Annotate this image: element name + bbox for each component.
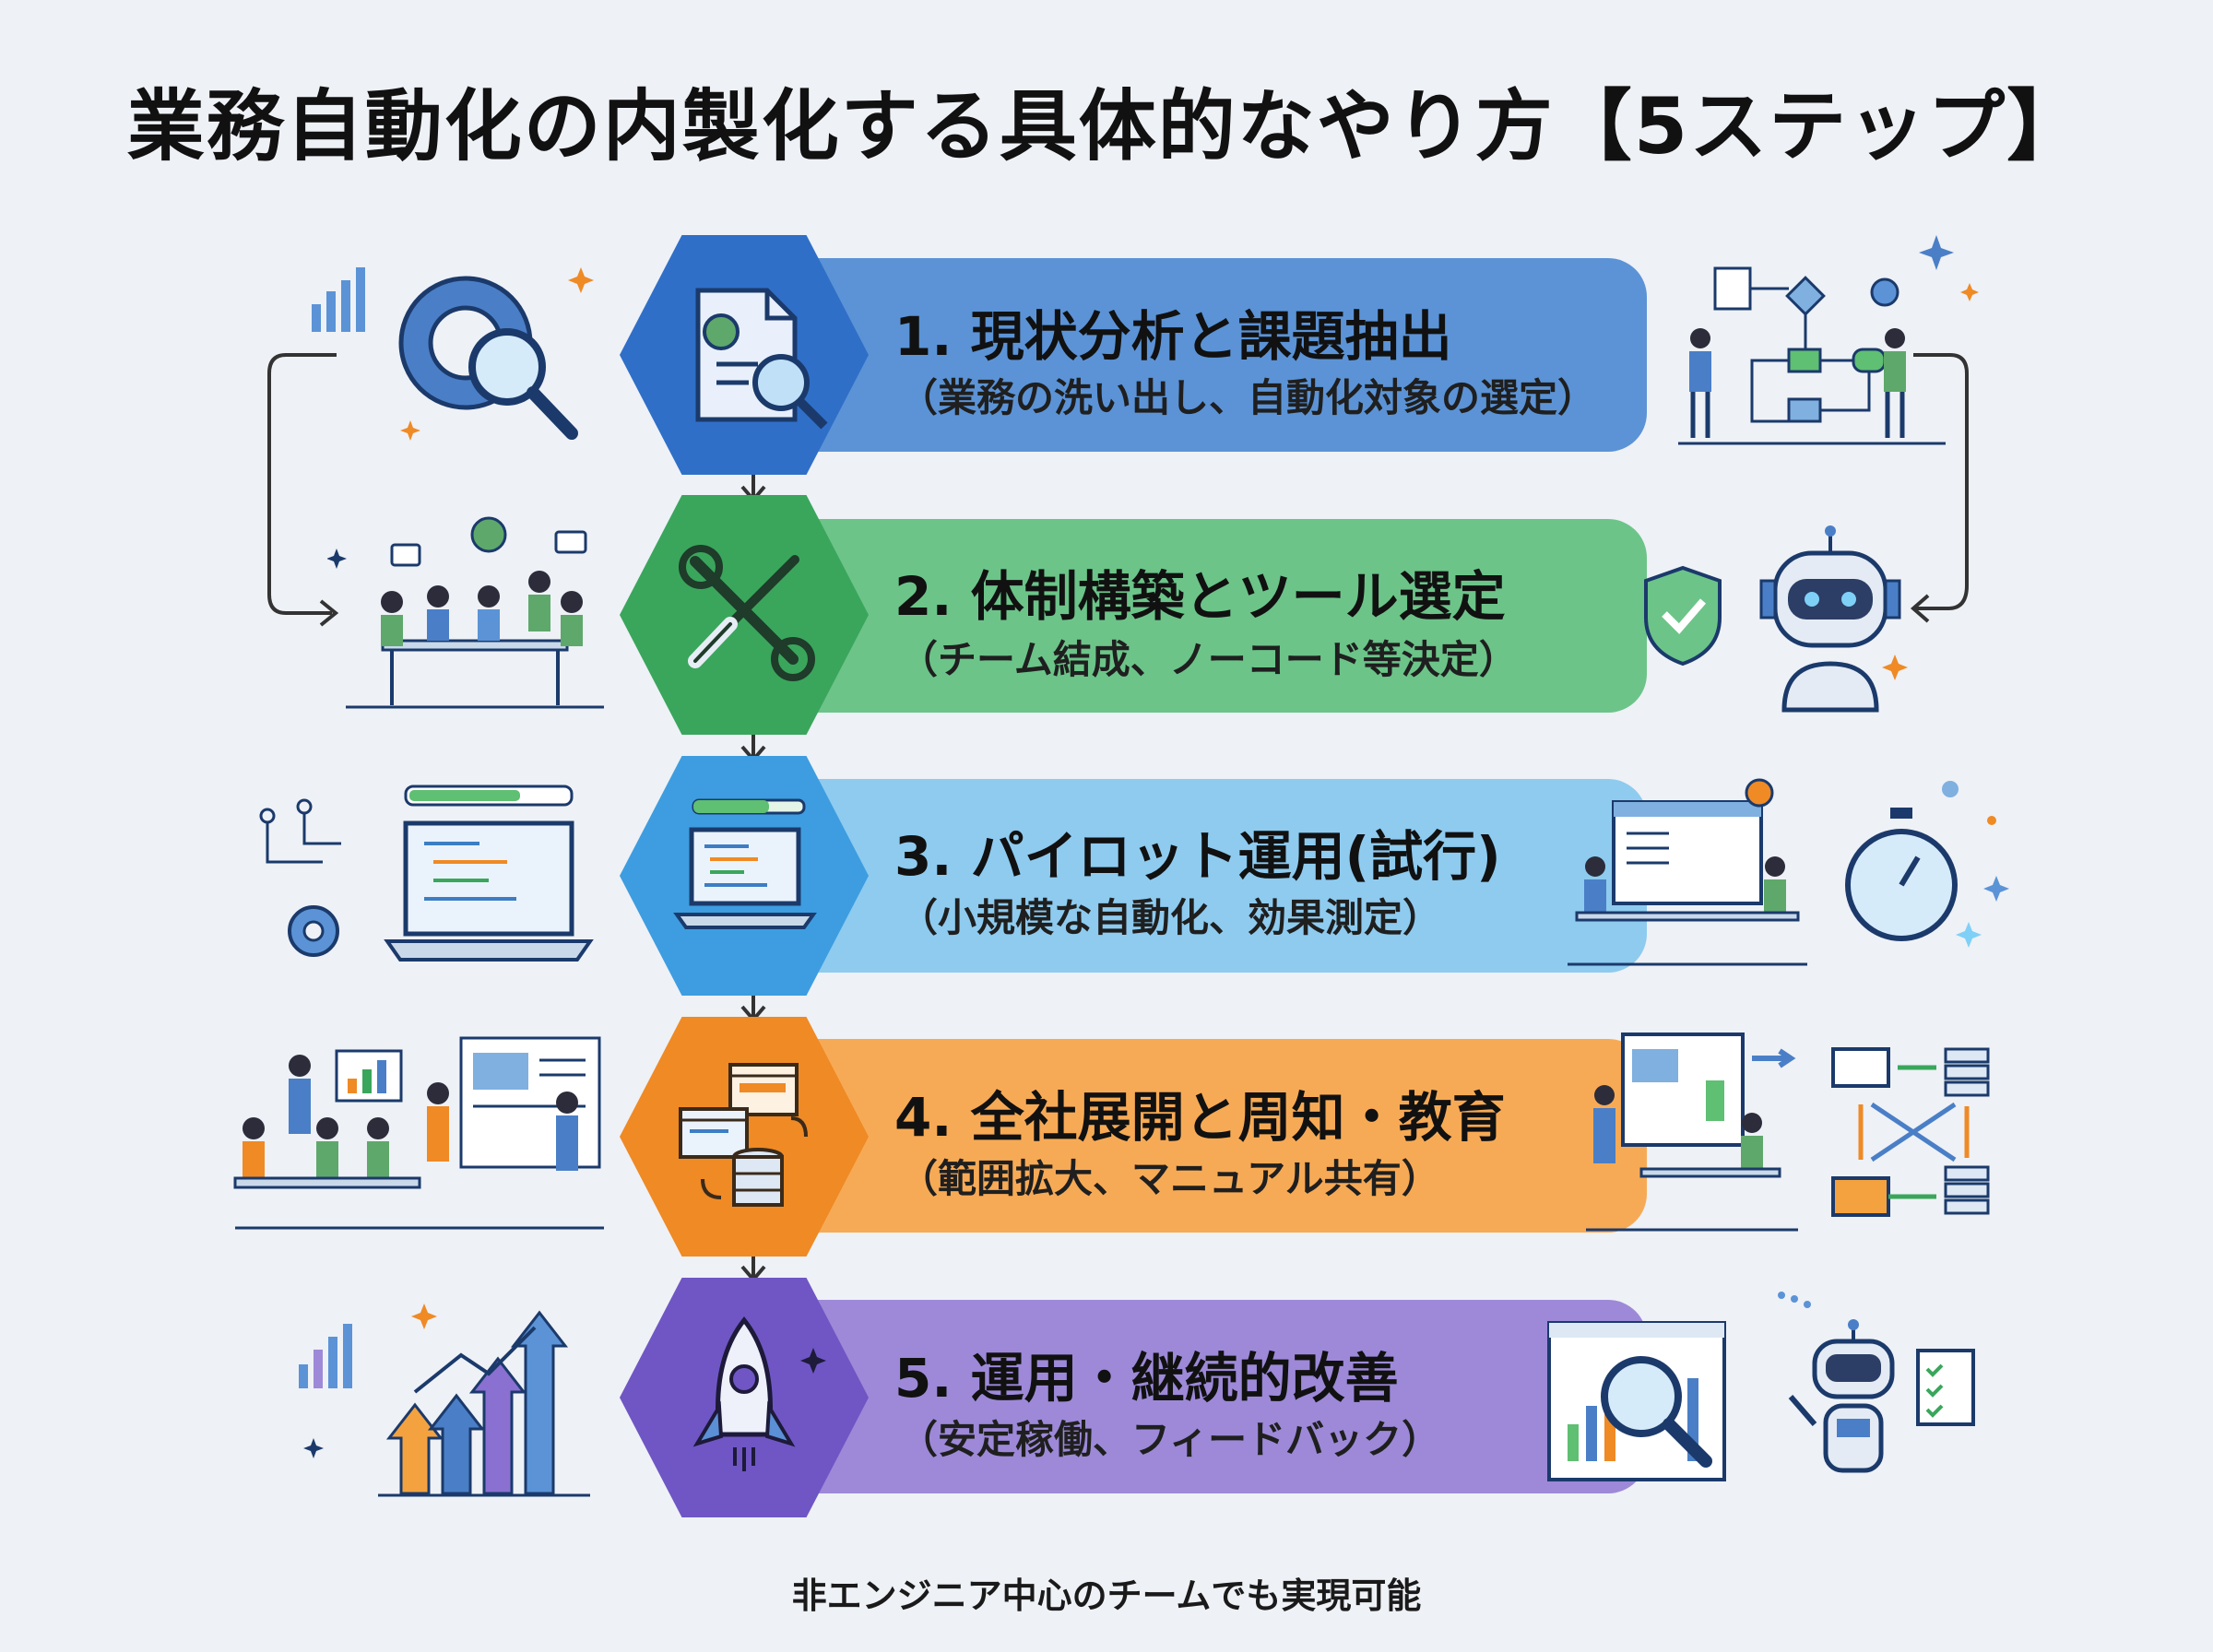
step-4-title: 4. 全社展開と周知・教育 xyxy=(894,1086,1506,1149)
step-2-title: 2. 体制構築とツール選定 xyxy=(894,565,1506,628)
pilot-work-stopwatch-illustration xyxy=(1568,778,2009,966)
loop-arrow-right xyxy=(1910,353,1969,623)
step-1-hex xyxy=(620,235,869,475)
step-5-title: 5. 運用・継続的改善 xyxy=(894,1347,1399,1410)
analytics-robot-illustration xyxy=(1547,1292,1975,1481)
step-3-banner xyxy=(793,779,1647,973)
laptop-code-icon xyxy=(673,798,817,929)
step-4-subtitle: （範囲拡大、マニュアル共有） xyxy=(899,1156,1440,1201)
step-1-title: 1. 現状分析と課題抽出 xyxy=(894,305,1452,368)
gear-magnifier-icon xyxy=(312,267,594,441)
rocket-icon xyxy=(692,1316,826,1471)
step-1-banner xyxy=(793,258,1647,452)
step-4-hex xyxy=(620,1017,869,1257)
document-search-icon xyxy=(695,288,828,430)
step-2-subtitle: （チーム結成、ノーコード等決定） xyxy=(899,637,1518,682)
step-5-subtitle: （安定稼働、フィードバック） xyxy=(899,1417,1441,1462)
step-3-title: 3. パイロット運用(試行) xyxy=(894,825,1501,888)
step-5-hex xyxy=(620,1278,869,1517)
laptop-workflow-illustration xyxy=(259,785,594,962)
step-5-banner xyxy=(793,1300,1647,1493)
shield-robot-illustration xyxy=(1644,525,1908,713)
deployment-network-illustration xyxy=(1586,1032,1990,1232)
team-meeting-illustration xyxy=(327,516,604,709)
step-4-banner xyxy=(793,1039,1647,1233)
step-2-banner xyxy=(793,519,1647,713)
page-title: 業務自動化の内製化する具体的なやり方【5ステップ】 xyxy=(126,81,2087,171)
wrench-screwdriver-icon xyxy=(679,545,815,681)
server-sync-icon xyxy=(679,1063,808,1207)
footer-note: 非エンジニア中心のチームでも実現可能 xyxy=(791,1575,1422,1616)
team-presentation-illustration xyxy=(233,1036,604,1230)
step-3-subtitle: （小規模な自動化、効果測定） xyxy=(899,895,1442,940)
workflow-diagram-illustration xyxy=(1678,235,1979,445)
growth-chart-illustration xyxy=(299,1304,590,1497)
step-1-subtitle: （業務の洗い出し、自動化対象の選定） xyxy=(899,375,1597,420)
loop-arrow-left xyxy=(267,353,339,627)
